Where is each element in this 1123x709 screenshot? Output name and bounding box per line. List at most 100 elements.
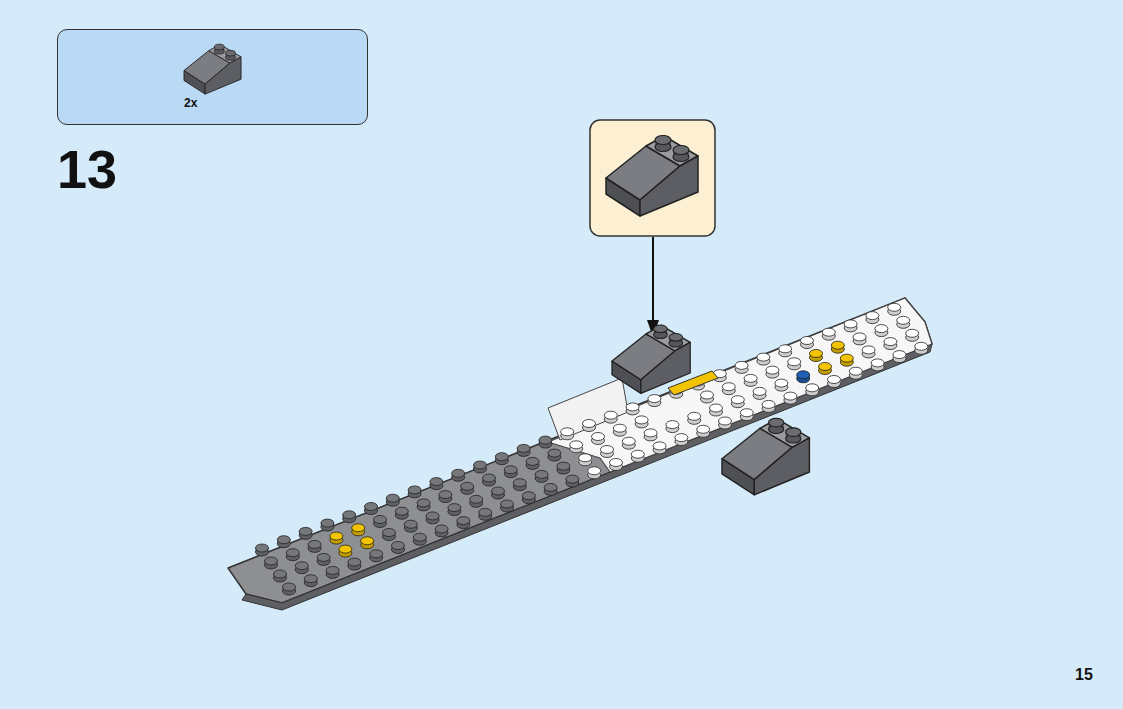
part-count: 2x xyxy=(184,96,197,110)
stud xyxy=(517,444,530,456)
stud xyxy=(535,470,548,482)
stud xyxy=(622,437,635,449)
stud xyxy=(801,337,814,349)
stud xyxy=(304,575,317,587)
deck xyxy=(548,298,932,472)
stud xyxy=(735,361,748,373)
stud xyxy=(666,421,679,433)
parts-list-box: 2x xyxy=(57,29,368,125)
stud xyxy=(884,338,897,350)
stud xyxy=(522,492,535,504)
slope-brick xyxy=(606,136,698,217)
stud xyxy=(592,433,605,445)
stud xyxy=(648,395,661,407)
stud xyxy=(308,540,321,552)
stud xyxy=(408,486,421,498)
stud xyxy=(915,342,928,354)
stud xyxy=(822,328,835,340)
stud xyxy=(370,550,383,562)
stud xyxy=(330,532,343,544)
stud xyxy=(631,450,644,462)
stud xyxy=(626,403,639,415)
stud xyxy=(299,527,312,539)
stud xyxy=(719,417,732,429)
stud xyxy=(875,325,888,337)
stud xyxy=(343,511,356,523)
stud xyxy=(526,457,539,469)
stud xyxy=(365,503,378,515)
hull xyxy=(228,298,932,603)
stud xyxy=(352,524,365,536)
stud xyxy=(849,367,862,379)
stud xyxy=(740,409,753,421)
stud xyxy=(806,384,819,396)
stud xyxy=(788,358,801,370)
stud xyxy=(277,536,290,548)
stud xyxy=(326,566,339,578)
stud xyxy=(797,371,810,383)
slope-brick xyxy=(612,325,690,393)
stud xyxy=(539,436,552,448)
stud xyxy=(604,411,617,423)
stud xyxy=(784,392,797,404)
stud xyxy=(840,354,853,366)
stud xyxy=(779,345,792,357)
page-number: 15 xyxy=(1075,666,1093,684)
stud xyxy=(448,504,461,516)
stud xyxy=(548,449,561,461)
stud xyxy=(757,353,770,365)
stud xyxy=(256,544,269,556)
stud xyxy=(395,507,408,519)
stud xyxy=(483,474,496,486)
stud xyxy=(413,533,426,545)
stud xyxy=(871,359,884,371)
stud xyxy=(635,416,648,428)
stud xyxy=(844,320,857,332)
stud xyxy=(544,483,557,495)
stud xyxy=(897,316,910,328)
stud xyxy=(570,441,583,453)
stud xyxy=(461,482,474,494)
stud xyxy=(492,487,505,499)
stud xyxy=(853,333,866,345)
slope-brick xyxy=(182,40,252,100)
stud xyxy=(374,516,387,528)
stud xyxy=(766,366,779,378)
placement-arrow xyxy=(652,237,654,322)
stud xyxy=(722,383,735,395)
stud xyxy=(295,562,308,574)
stud xyxy=(317,553,330,565)
stud xyxy=(579,454,592,466)
stud xyxy=(452,469,465,481)
stud xyxy=(404,520,417,532)
stud xyxy=(744,374,757,386)
stud xyxy=(906,329,919,341)
stud xyxy=(479,508,492,520)
stud xyxy=(348,558,361,570)
stud xyxy=(866,312,879,324)
stud xyxy=(653,442,666,454)
stud xyxy=(383,529,396,541)
studs xyxy=(256,303,928,595)
stud xyxy=(561,428,574,440)
stud xyxy=(583,420,596,432)
stud xyxy=(474,461,487,473)
stud xyxy=(688,412,701,424)
stud xyxy=(430,478,443,490)
stud xyxy=(504,466,517,478)
stud xyxy=(470,495,483,507)
stud xyxy=(644,429,657,441)
stud xyxy=(557,462,570,474)
stud xyxy=(831,341,844,353)
stud xyxy=(392,542,405,554)
stud xyxy=(588,467,601,479)
stud xyxy=(828,376,841,388)
stud xyxy=(697,425,710,437)
stud xyxy=(386,494,399,506)
stud xyxy=(753,387,766,399)
stud xyxy=(893,351,906,363)
stud xyxy=(495,453,508,465)
stud xyxy=(731,396,744,408)
stud xyxy=(286,549,299,561)
stud xyxy=(417,499,430,511)
